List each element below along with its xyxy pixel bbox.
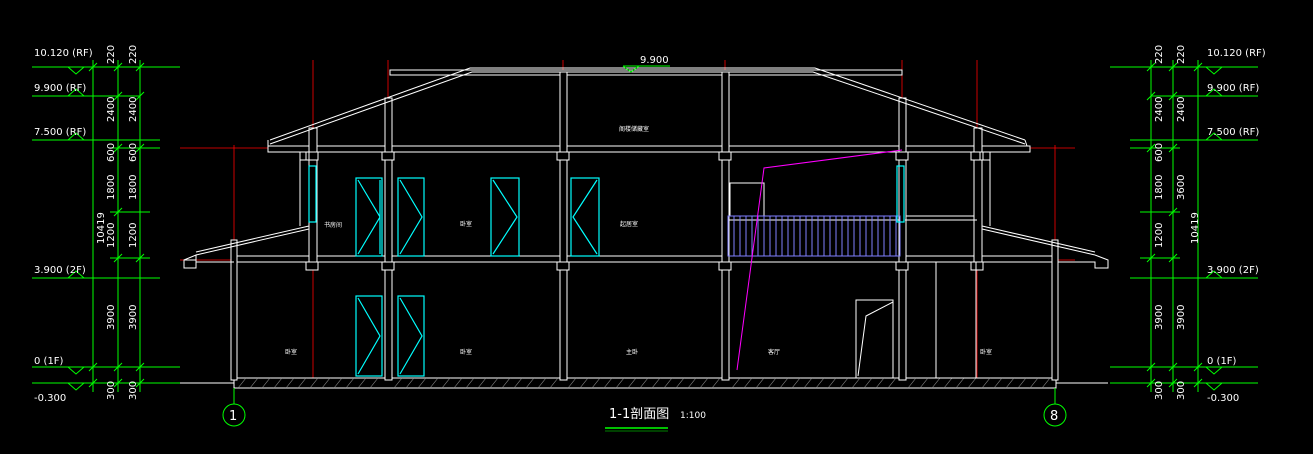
room-label: 主卧 (626, 348, 638, 356)
right-dimension-texts: 220 2400 600 1800 1200 3900 300 220 2400… (1154, 45, 1201, 400)
main-roof (267, 67, 1028, 161)
svg-text:600: 600 (1154, 143, 1165, 162)
lower-roofs (183, 225, 1109, 269)
level-label: 7.500 (RF) (34, 127, 86, 138)
svg-text:220: 220 (128, 45, 139, 64)
svg-text:1200: 1200 (106, 223, 117, 248)
room-label: 卧室 (980, 348, 992, 356)
drawing-scale: 1:100 (680, 411, 706, 421)
svg-text:600: 600 (106, 143, 117, 162)
balcony-railing (727, 215, 901, 257)
axis-label-right: 8 (1050, 409, 1058, 424)
svg-text:10419: 10419 (96, 212, 107, 244)
level-label: -0.300 (34, 393, 66, 404)
level-label: -0.300 (1207, 393, 1239, 404)
svg-text:1200: 1200 (128, 223, 139, 248)
room-label: 阁楼储藏室 (619, 125, 649, 133)
svg-text:1800: 1800 (128, 175, 139, 200)
level-label: 10.120 (RF) (1207, 48, 1266, 59)
svg-text:3900: 3900 (1154, 305, 1165, 330)
level-label: 9.900 (RF) (1207, 83, 1259, 94)
left-level-labels: 10.120 (RF) 9.900 (RF) 7.500 (RF) 3.900 … (34, 48, 93, 404)
beams (305, 151, 984, 271)
svg-text:2400: 2400 (128, 97, 139, 122)
level-label: 3.900 (2F) (1207, 265, 1259, 276)
top-level-mark: 9.900 (622, 55, 670, 73)
svg-text:2400: 2400 (106, 97, 117, 122)
right-level-labels: 10.120 (RF) 9.900 (RF) 7.500 (RF) 3.900 … (1207, 48, 1266, 404)
svg-text:300: 300 (1176, 381, 1187, 400)
room-label: 卧室 (460, 220, 472, 228)
right-dimension-lines (1110, 60, 1258, 392)
windows (308, 165, 905, 377)
svg-text:3900: 3900 (1176, 305, 1187, 330)
svg-text:3600: 3600 (1176, 175, 1187, 200)
columns (230, 71, 1059, 381)
svg-text:300: 300 (106, 381, 117, 400)
svg-text:300: 300 (128, 381, 139, 400)
ground-slab (180, 377, 1108, 389)
stair-line (736, 149, 903, 371)
left-dimension-lines (32, 60, 180, 392)
svg-text:1800: 1800 (106, 175, 117, 200)
svg-text:300: 300 (1154, 381, 1165, 400)
drawing-title-block: 1-1剖面图 1:100 (605, 407, 706, 432)
svg-text:3900: 3900 (128, 305, 139, 330)
room-label: 书房间 (324, 221, 342, 229)
left-dimension-texts: 220 2400 600 1800 1200 3900 300 220 2400… (96, 45, 139, 400)
room-labels: 卧室 卧室 主卧 客厅 卧室 书房间 卧室 起居室 阁楼储藏室 (285, 125, 992, 356)
level-label: 3.900 (2F) (34, 265, 86, 276)
axis-bubbles: 1 8 (222, 388, 1067, 427)
room-label: 客厅 (768, 348, 780, 356)
walls (299, 160, 991, 379)
level-label: 7.500 (RF) (1207, 127, 1259, 138)
svg-text:1800: 1800 (1154, 175, 1165, 200)
svg-text:600: 600 (128, 143, 139, 162)
svg-text:2400: 2400 (1154, 97, 1165, 122)
svg-text:220: 220 (1154, 45, 1165, 64)
room-label: 起居室 (620, 220, 638, 228)
level-label: 9.900 (RF) (34, 83, 86, 94)
drawing-title: 1-1剖面图 (609, 407, 669, 422)
level-label: 0 (1F) (1207, 356, 1237, 367)
svg-text:2400: 2400 (1176, 97, 1187, 122)
svg-text:220: 220 (106, 45, 117, 64)
top-level-label: 9.900 (640, 55, 669, 66)
svg-text:220: 220 (1176, 45, 1187, 64)
room-label: 卧室 (285, 348, 297, 356)
axis-label-left: 1 (229, 409, 237, 424)
level-label: 10.120 (RF) (34, 48, 93, 59)
room-label: 卧室 (460, 348, 472, 356)
svg-text:3900: 3900 (106, 305, 117, 330)
svg-text:1200: 1200 (1154, 223, 1165, 248)
svg-text:10419: 10419 (1190, 212, 1201, 244)
level-label: 0 (1F) (34, 356, 64, 367)
